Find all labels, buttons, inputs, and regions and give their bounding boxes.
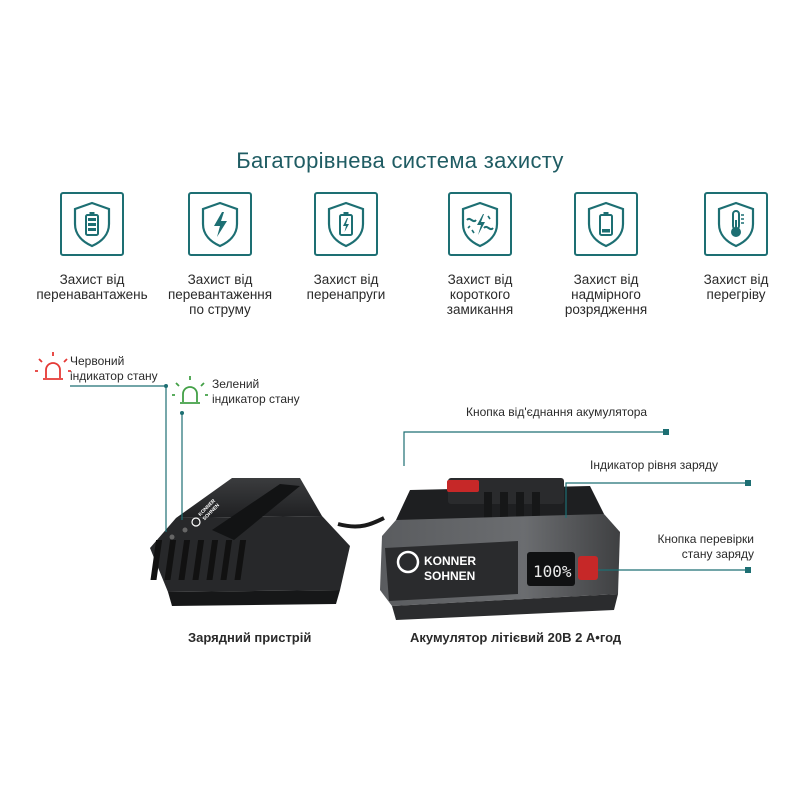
callout-charge-level: Індикатор рівня заряду (590, 458, 718, 473)
feature-label-line: Захист від (187, 272, 253, 287)
battery-brand-text-2: SOHNEN (424, 569, 475, 583)
callout-text: Зелений (212, 377, 260, 391)
battery: KONNER SOHNEN 100% (380, 478, 620, 620)
charger-cable (337, 516, 385, 529)
feature-overload: Захист від перенавантажень (32, 192, 152, 302)
callout-red-indicator: Червоний індикатор стану (70, 354, 158, 384)
low-battery-shield-icon (574, 192, 638, 256)
charger-caption: Зарядний пристрій (188, 630, 312, 645)
feature-label-line: перегріву (706, 287, 766, 302)
battery-charge-value: 100% (533, 562, 572, 581)
callout-green-indicator: Зелений індикатор стану (212, 377, 300, 407)
feature-label-line: перенавантажень (36, 287, 148, 302)
feature-label-line: короткого (449, 287, 511, 302)
feature-label-line: Захист від (703, 272, 769, 287)
battery-rails (484, 492, 540, 518)
lightning-shield-icon (188, 192, 252, 256)
charger: KONNER SOHNEN (150, 478, 350, 606)
overvoltage-battery-shield-icon (314, 192, 378, 256)
feature-label-line: надмірного (571, 287, 641, 302)
feature-label-line: замикання (446, 302, 514, 317)
callout-check-button: Кнопка перевірки стану заряду (630, 532, 755, 562)
red-alarm-lamp-icon (35, 352, 71, 380)
callout-release-button: Кнопка від'єднання акумулятора (466, 405, 647, 420)
green-alarm-lamp-icon (172, 376, 208, 404)
callout-text: Індикатор рівня заряду (590, 458, 719, 472)
battery-charge-display (527, 552, 575, 586)
battery-brand-text-1: KONNER (424, 554, 476, 568)
feature-overvoltage: Захист від перенапруги (286, 192, 406, 302)
feature-overheat: Захист від перегріву (676, 192, 796, 302)
battery-release-button (447, 480, 479, 492)
short-circuit-shield-icon (448, 192, 512, 256)
thermometer-shield-icon (704, 192, 768, 256)
feature-overcurrent: Захист від перевантаження по струму (160, 192, 280, 317)
callout-text: стану заряду (681, 547, 754, 561)
callout-text: індикатор стану (70, 369, 158, 383)
feature-short-circuit: Захист від короткого замикання (420, 192, 540, 317)
callout-text: Кнопка від'єднання акумулятора (466, 405, 648, 419)
battery-brand-logo: KONNER SOHNEN (396, 550, 476, 583)
overload-battery-shield-icon (60, 192, 124, 256)
callout-text: індикатор стану (212, 392, 300, 406)
battery-check-button (578, 556, 598, 580)
feature-over-discharge: Захист від надмірного розрядження (546, 192, 666, 317)
feature-label-line: розрядження (564, 302, 648, 317)
feature-label-line: перевантаження (167, 287, 273, 302)
battery-caption: Акумулятор літієвий 20В 2 А•год (410, 630, 622, 645)
feature-label-line: по струму (189, 302, 251, 317)
page-title: Багаторівнева система захисту (236, 148, 564, 173)
callout-text: Кнопка перевірки (657, 532, 755, 546)
feature-label-line: Захист від (447, 272, 513, 287)
charger-vent-slots (150, 540, 247, 580)
feature-label-line: Захист від (573, 272, 639, 287)
feature-label-line: Захист від (313, 272, 379, 287)
charger-led-green (182, 527, 188, 533)
feature-label-line: перенапруги (306, 287, 386, 302)
feature-label-line: Захист від (59, 272, 125, 287)
callout-text: Червоний (70, 354, 125, 368)
callout-line-end-markers (164, 384, 751, 573)
charger-led-red (169, 534, 175, 540)
